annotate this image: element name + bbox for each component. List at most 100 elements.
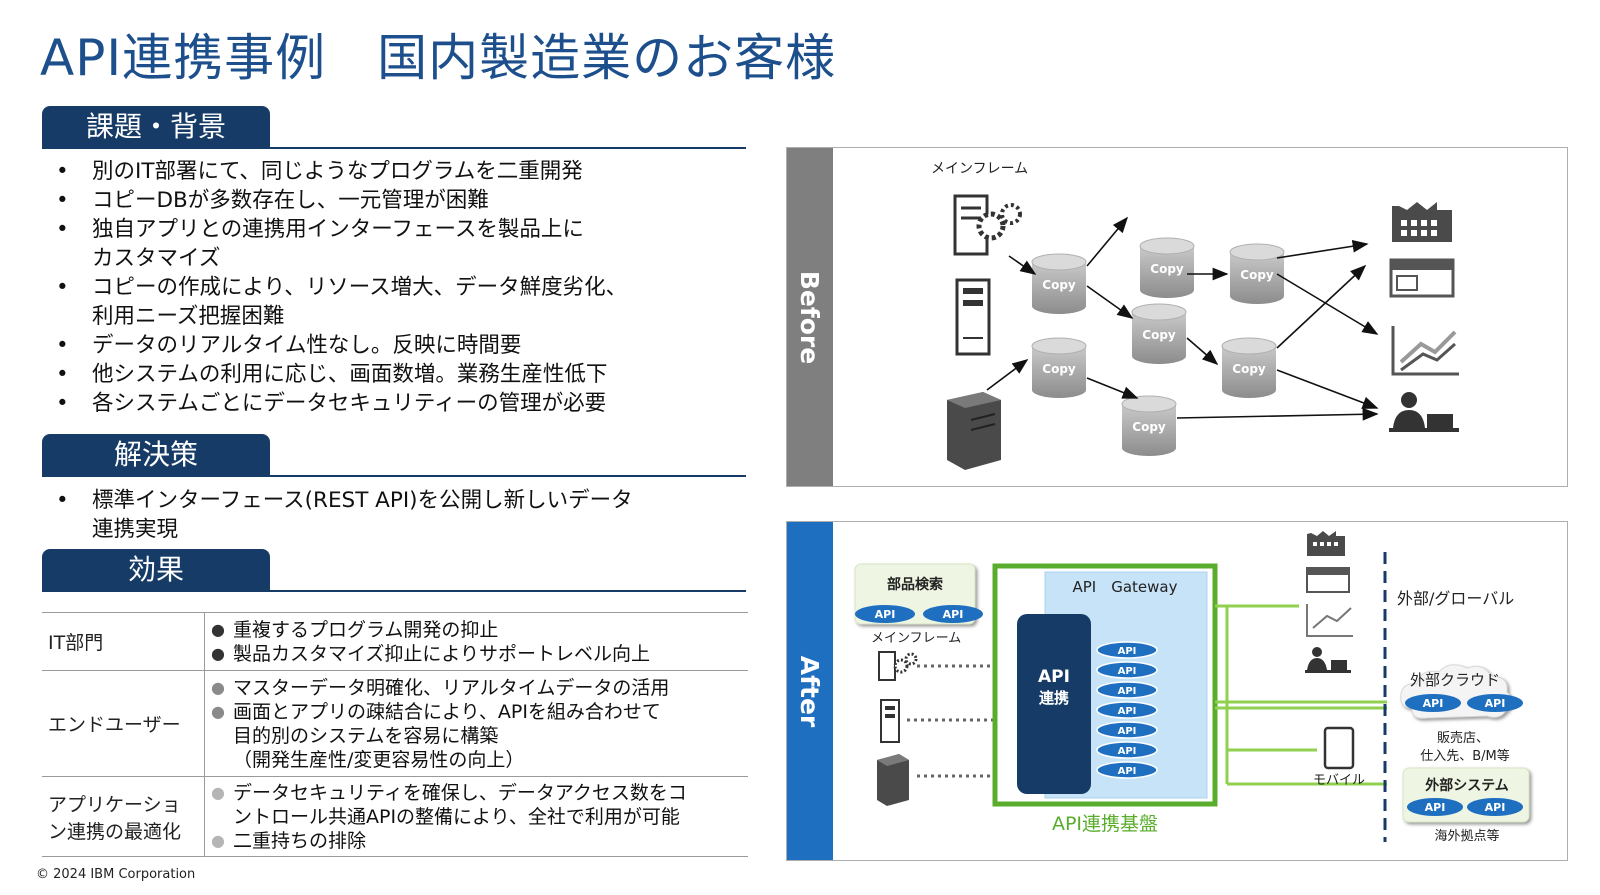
svg-text:Copy: Copy (1042, 278, 1076, 292)
api-chip: API (1096, 761, 1158, 779)
issues-divider (42, 147, 746, 149)
copy-db-cylinder: Copy (1229, 243, 1285, 304)
svg-text:Copy: Copy (1042, 362, 1076, 376)
svg-text:API: API (875, 608, 896, 621)
vendors-label-2: 仕入先、B/M等 (1420, 748, 1510, 764)
mobile-label: モバイル (1313, 773, 1365, 788)
factory-icon (1392, 202, 1452, 242)
chart-icon (1391, 326, 1459, 376)
issue-item: 別のIT部署にて、同じようなプログラムを二重開発 (52, 157, 627, 186)
copyright: © 2024 IBM Corporation (36, 867, 196, 882)
server-icon (880, 699, 900, 743)
api-core-label-1: API (1038, 667, 1070, 687)
page-title: API連携事例 国内製造業のお客様 (40, 29, 837, 87)
issue-item: 各システムごとにデータセキュリティーの管理が必要 (52, 389, 627, 418)
copy-db-cylinder: Copy (1221, 337, 1277, 398)
vendors-label-1: 販売店、 (1437, 730, 1489, 746)
api-chip: API (1096, 741, 1158, 759)
after-mainframe-label: メインフレーム (871, 631, 961, 646)
svg-text:API: API (1118, 646, 1137, 657)
effects-heading: 効果 (42, 549, 270, 591)
chart-icon (1306, 604, 1353, 637)
external-global-label: 外部/グローバル (1397, 589, 1514, 608)
svg-text:API: API (943, 608, 964, 621)
parts-search-box: 部品検索 API API (854, 563, 983, 625)
solution-divider (42, 475, 746, 477)
svg-text:API: API (1118, 766, 1137, 777)
gateway-label: API Gateway (1073, 578, 1178, 596)
svg-text:API: API (1118, 686, 1137, 697)
effects-category: エンドユーザー (42, 670, 205, 777)
svg-text:API: API (1118, 706, 1137, 717)
api-chip: API (1096, 641, 1158, 659)
effects-category: アプリケーション連携の最適化 (42, 776, 205, 857)
after-panel: After 部品検索 API API メインフレーム (786, 521, 1568, 861)
window-icon (1389, 258, 1455, 298)
effects-category: IT部門 (42, 612, 205, 671)
svg-text:API: API (1118, 726, 1137, 737)
api-chip: API (1096, 721, 1158, 739)
solution-heading: 解決策 (42, 434, 270, 476)
copy-db-cylinder: Copy (1121, 395, 1177, 456)
before-panel: Before メインフレーム (786, 147, 1568, 487)
effects-points: マスターデータ明確化、リアルタイムデータの活用 画面とアプリの疎結合により、AP… (204, 670, 748, 777)
arrows (986, 216, 1379, 421)
svg-text:API: API (1425, 801, 1446, 814)
issue-item: データのリアルタイム性なし。反映に時間要 (52, 331, 627, 360)
api-chip: API (1096, 701, 1158, 719)
after-diagram: 部品検索 API API メインフレーム API Gateway API (854, 531, 1530, 844)
user-pc-icon (1389, 392, 1459, 432)
cloud-icon: 外部クラウド API API (1400, 664, 1523, 719)
mainframe-icon (953, 194, 1022, 256)
copy-db-cylinder: Copy (1031, 337, 1087, 398)
window-icon (1306, 567, 1350, 593)
svg-text:API: API (1485, 697, 1506, 710)
effects-row: エンドユーザー マスターデータ明確化、リアルタイムデータの活用 画面とアプリの疎… (42, 670, 748, 777)
svg-text:API: API (1423, 697, 1444, 710)
effects-points: データセキュリティを確保し、データアクセス数をコントロール共通APIの整備により… (204, 776, 748, 857)
effects-table: IT部門 重複するプログラム開発の抑止 製品カスタマイズ抑止によりサポートレベル… (42, 612, 748, 857)
dotted-connectors (907, 664, 995, 778)
api-chip: API (1096, 681, 1158, 699)
issue-item: コピーの作成により、リソース増大、データ鮮度劣化、利用ニーズ把握困難 (52, 273, 627, 331)
svg-text:Copy: Copy (1240, 268, 1274, 282)
before-mainframe-label: メインフレーム (931, 161, 1028, 177)
api-chip: API (1096, 661, 1158, 679)
mainframe-icon (878, 651, 918, 681)
factory-icon (1307, 531, 1345, 556)
external-system-label: 外部システム (1425, 777, 1509, 794)
api-core-label-2: 連携 (1039, 689, 1069, 707)
effects-divider (42, 590, 746, 592)
server-icon (955, 278, 991, 356)
svg-text:API: API (1485, 801, 1506, 814)
svg-text:Copy: Copy (1232, 362, 1266, 376)
tower-server-icon (947, 392, 1001, 470)
issue-item: コピーDBが多数存在し、一元管理が困難 (52, 186, 627, 215)
parts-search-label: 部品検索 (887, 576, 943, 593)
svg-text:Copy: Copy (1132, 420, 1166, 434)
issues-heading: 課題・背景 (42, 106, 270, 148)
effects-row: IT部門 重複するプログラム開発の抑止 製品カスタマイズ抑止によりサポートレベル… (42, 612, 748, 671)
green-links (1215, 604, 1387, 786)
copy-db-cylinder: Copy (1139, 237, 1195, 298)
svg-text:Copy: Copy (1150, 262, 1184, 276)
svg-text:API: API (1118, 746, 1137, 757)
effects-points: 重複するプログラム開発の抑止 製品カスタマイズ抑止によりサポートレベル向上 (204, 612, 748, 671)
after-sidebar: After (787, 522, 833, 860)
issue-item: 他システムの利用に応じ、画面数増。業務生産性低下 (52, 360, 627, 389)
copy-db-cylinder: Copy (1131, 303, 1187, 364)
before-sidebar: Before (787, 148, 833, 486)
issues-list: 別のIT部署にて、同じようなプログラムを二重開発 コピーDBが多数存在し、一元管… (52, 157, 627, 418)
external-system-box: 外部システム API API (1402, 767, 1530, 823)
copy-db-cylinder: Copy (1031, 253, 1087, 314)
svg-text:API: API (1118, 666, 1137, 677)
external-cloud-label: 外部クラウド (1410, 671, 1500, 689)
api-core-box (1017, 614, 1091, 794)
tablet-icon (1323, 726, 1355, 770)
user-pc-icon (1305, 647, 1351, 673)
